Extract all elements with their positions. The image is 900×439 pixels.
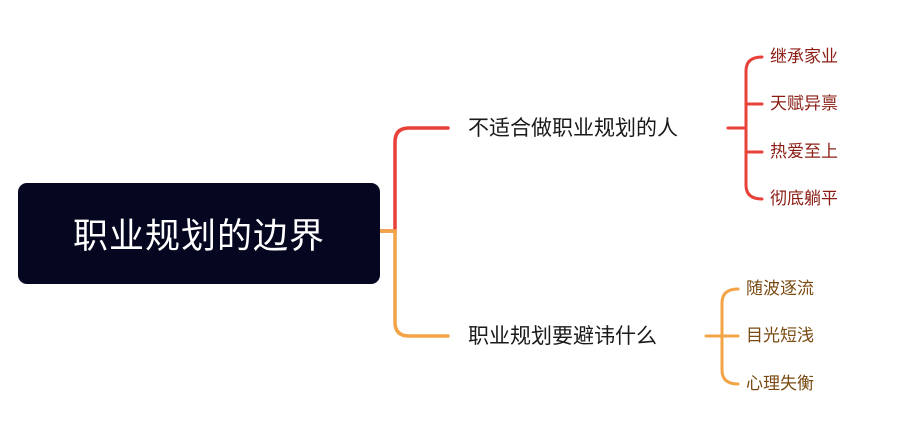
leaf-node-suibo-zhuliu[interactable]: 随波逐流 [746, 279, 814, 299]
root-node-label: 职业规划的边界 [72, 217, 325, 257]
leaf-node-reai-zhishang[interactable]: 热爱至上 [770, 142, 838, 162]
leaf-node-xinli-shiheng[interactable]: 心理失衡 [746, 374, 814, 394]
connector-root-to-branch-1 [378, 126, 450, 233]
leaf-node-muguang-duanqian[interactable]: 目光短浅 [746, 326, 814, 346]
leaf-node-jicheng-jiaye[interactable]: 继承家业 [770, 47, 838, 67]
branch-node-unsuitable-people[interactable]: 不适合做职业规划的人 [468, 116, 678, 140]
root-node[interactable]: 职业规划的边界 [18, 183, 380, 284]
leaf-node-chedi-tangping[interactable]: 彻底躺平 [770, 189, 838, 209]
branch-node-things-to-avoid[interactable]: 职业规划要避讳什么 [468, 324, 657, 348]
connector-branch-1-bracket [744, 55, 764, 201]
leaf-node-tianfu-yibing[interactable]: 天赋异禀 [770, 94, 838, 114]
connector-root-to-branch-2 [378, 229, 450, 338]
